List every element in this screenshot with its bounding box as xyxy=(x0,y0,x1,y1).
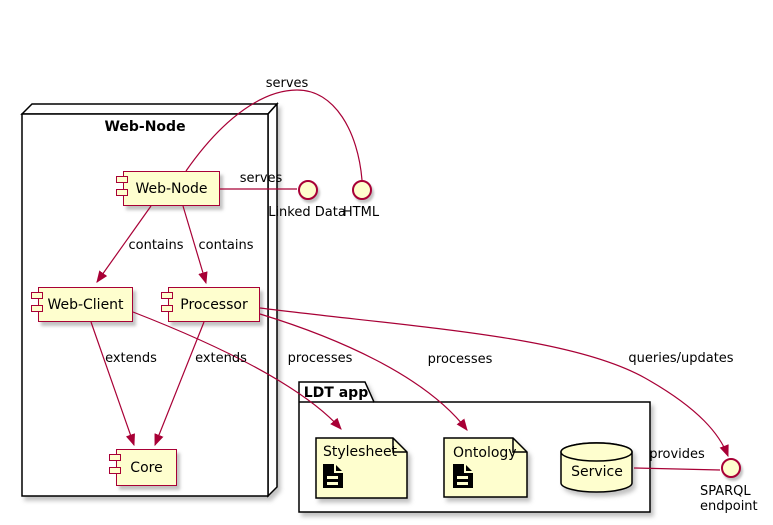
file-icon xyxy=(323,464,343,488)
edge-processes-stylesheet xyxy=(132,311,342,430)
folder-ldt-app-title: LDT app xyxy=(303,385,369,401)
component-web-node: Web-Node xyxy=(116,171,220,206)
file-ontology-label: Ontology xyxy=(453,445,517,461)
component-web-client-label: Web-Client xyxy=(47,296,124,313)
interface-linked-data-circle xyxy=(298,180,318,200)
edge-queries-updates xyxy=(259,307,729,458)
edge-extends-processor-core xyxy=(154,321,205,447)
file-icon xyxy=(453,464,473,488)
label-provides: provides xyxy=(649,447,705,462)
label-contains-2: contains xyxy=(198,238,254,253)
file-stylesheet: Stylesheet xyxy=(315,437,408,499)
component-core-label: Core xyxy=(130,459,163,476)
database-service: Service xyxy=(560,442,634,494)
component-port-icon xyxy=(31,292,43,299)
component-processor: Processor xyxy=(161,287,260,322)
label-processes-1: processes xyxy=(287,351,353,366)
component-port-icon xyxy=(109,454,121,461)
database-service-label: Service xyxy=(571,464,623,480)
component-port-icon xyxy=(161,292,173,299)
edge-processes-ontology xyxy=(259,313,468,431)
interface-linked-data-label: Linked Data xyxy=(268,205,346,220)
interface-html-circle xyxy=(352,180,372,200)
component-web-node-label: Web-Node xyxy=(135,180,208,197)
edge-provides xyxy=(633,467,721,471)
file-ontology: Ontology xyxy=(443,437,528,498)
component-port-icon xyxy=(109,467,121,474)
interface-html-label: HTML xyxy=(342,205,380,220)
component-port-icon xyxy=(116,176,128,183)
component-port-icon xyxy=(161,305,173,312)
interface-sparql-endpoint-label: SPARQL endpoint xyxy=(700,484,758,514)
component-core: Core xyxy=(109,449,177,486)
interface-sparql-endpoint-circle xyxy=(721,458,741,478)
edge-serves-html xyxy=(185,89,363,181)
component-port-icon xyxy=(31,305,43,312)
label-extends-2: extends xyxy=(195,351,247,366)
label-extends-1: extends xyxy=(105,351,157,366)
node-web-node-title: Web-Node xyxy=(104,119,186,135)
label-serves-top: serves xyxy=(265,76,309,91)
component-web-client: Web-Client xyxy=(31,287,133,322)
label-processes-2: processes xyxy=(427,352,493,367)
component-processor-label: Processor xyxy=(180,296,248,313)
label-queries-updates: queries/updates xyxy=(628,351,734,366)
file-stylesheet-label: Stylesheet xyxy=(323,444,398,460)
label-contains-1: contains xyxy=(128,238,184,253)
component-port-icon xyxy=(116,189,128,196)
label-serves-mid: serves xyxy=(239,171,283,186)
edge-extends-web-client-core xyxy=(90,321,135,447)
